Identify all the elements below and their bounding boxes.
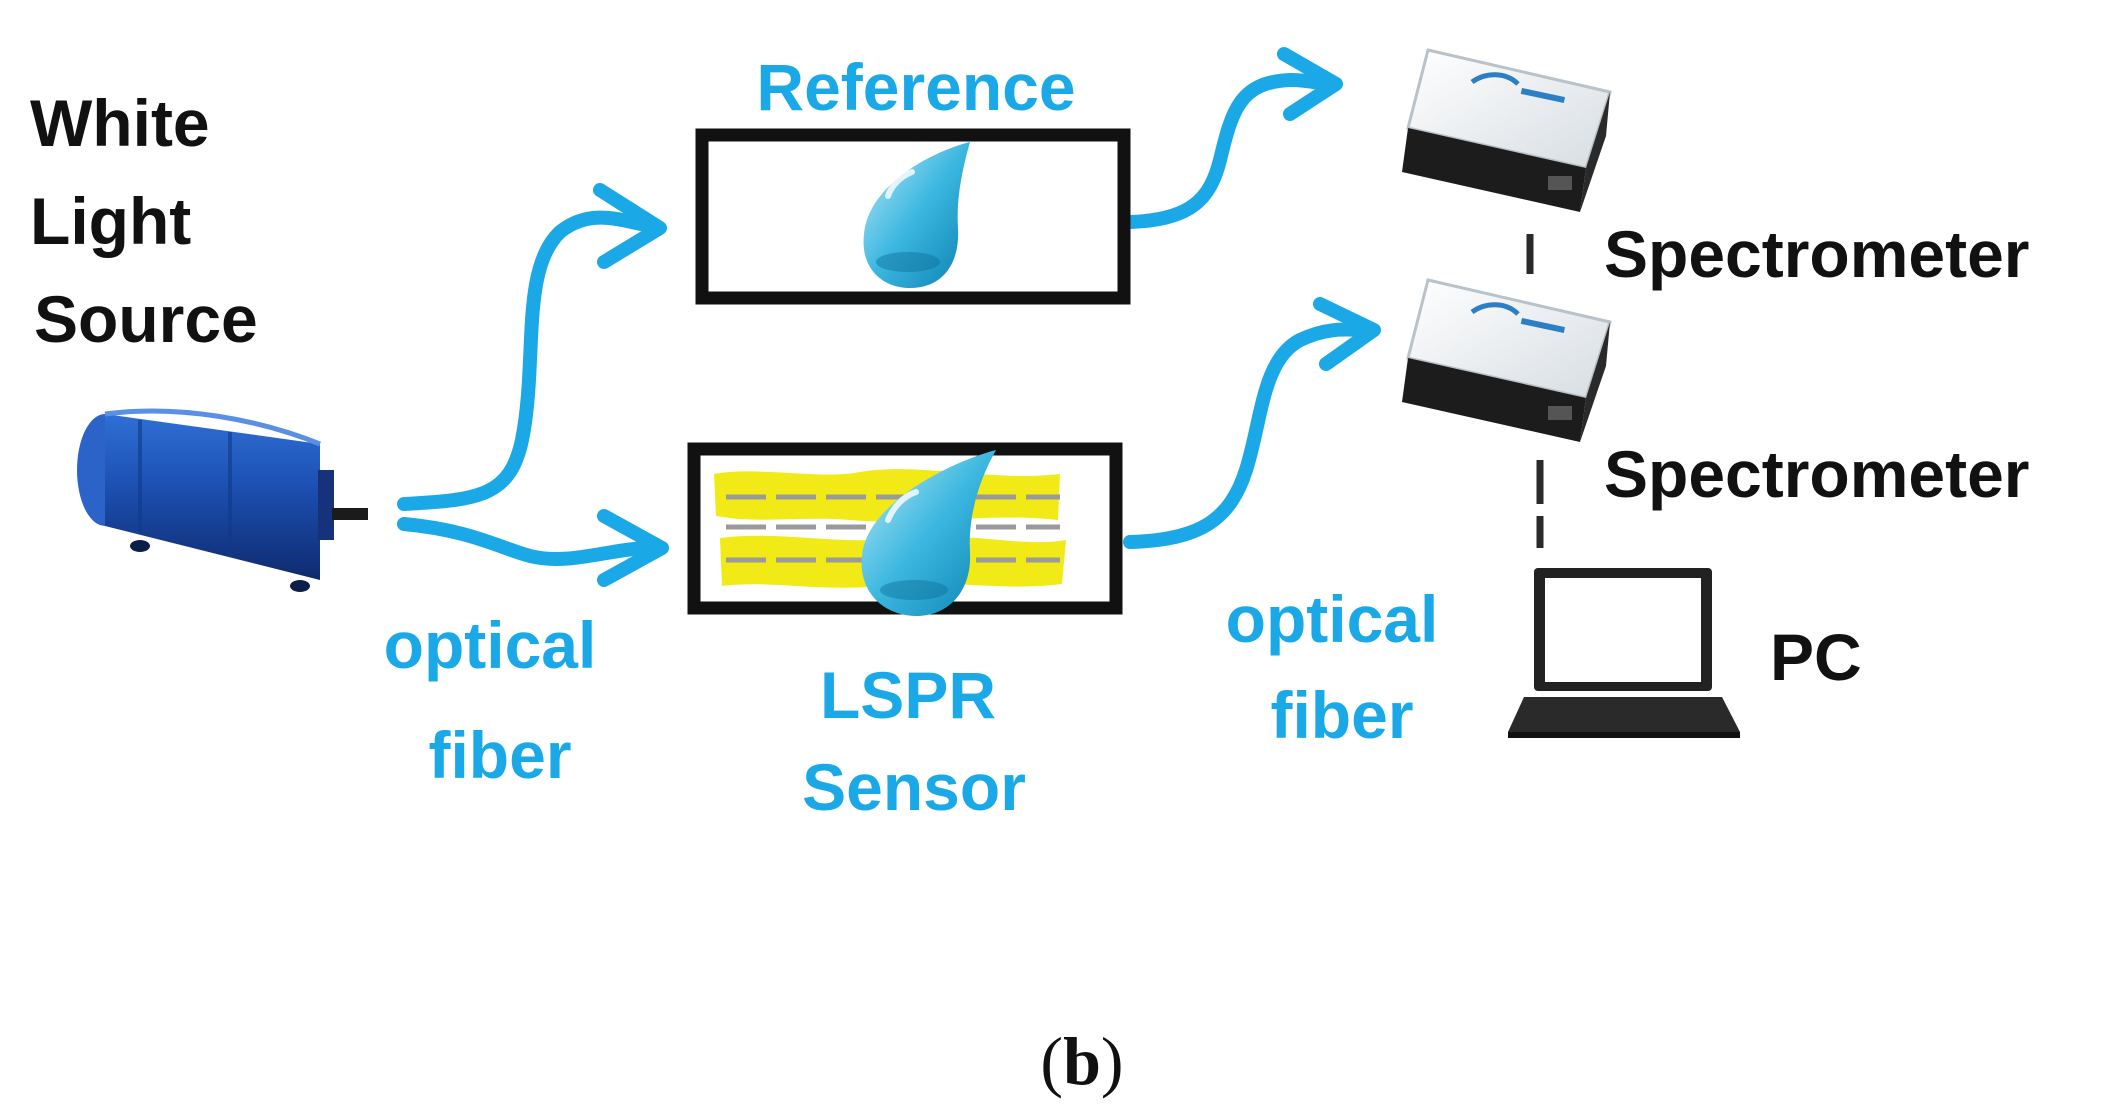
caption-letter: b bbox=[1063, 1023, 1101, 1099]
water-droplet-icon bbox=[861, 450, 996, 616]
source-label-line1: White bbox=[30, 86, 210, 160]
caption-close-paren: ) bbox=[1101, 1023, 1124, 1099]
fiber-arrow-to-reference bbox=[397, 210, 657, 511]
fiber-arrow-reference-to-spectrometer-head bbox=[1277, 47, 1343, 121]
fiber-arrow-to-sensor bbox=[397, 517, 659, 566]
pc-label: PC bbox=[1770, 620, 1862, 694]
sensor-label-line1: LSPR bbox=[820, 658, 996, 732]
fiber-arrow-sensor-to-spectrometer-head bbox=[1313, 297, 1381, 371]
reference-label: Reference bbox=[756, 50, 1075, 124]
fiber-arrow-reference-to-spectrometer bbox=[1123, 73, 1337, 229]
fiber-right-label-line1: optical bbox=[1226, 582, 1439, 656]
white-light-source-device-icon bbox=[77, 408, 368, 592]
source-label-line3: Source bbox=[34, 282, 258, 356]
fiber-arrow-to-sensor-head bbox=[597, 509, 669, 587]
caption-open-paren: ( bbox=[1040, 1023, 1063, 1099]
spectrometer-bottom-label: Spectrometer bbox=[1604, 437, 2030, 511]
fiber-right-label-line2: fiber bbox=[1270, 678, 1413, 752]
source-label-line2: Light bbox=[30, 184, 191, 258]
water-droplet-icon bbox=[863, 142, 970, 288]
fiber-arrow-sensor-to-spectrometer bbox=[1123, 322, 1373, 549]
spectrometer-top-label: Spectrometer bbox=[1604, 217, 2030, 291]
fiber-left-label-line1: optical bbox=[384, 608, 597, 682]
sensor-label-line2: Sensor bbox=[802, 750, 1026, 824]
spectrometer-device-icon bbox=[1402, 48, 1612, 212]
spectrometer-device-icon bbox=[1402, 278, 1612, 442]
fiber-arrow-to-reference-head bbox=[593, 183, 667, 269]
figure-caption: (b) bbox=[1040, 1023, 1123, 1099]
laptop-icon bbox=[1508, 568, 1740, 738]
fiber-left-label-line2: fiber bbox=[428, 718, 571, 792]
